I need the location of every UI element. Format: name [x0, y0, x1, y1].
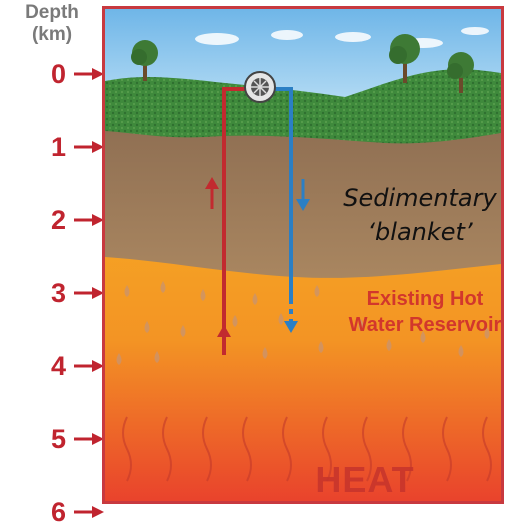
depth-tick-label: 3	[50, 277, 66, 308]
reservoir-label: Existing Hot Water Reservoir	[325, 286, 502, 338]
tick-arrow-icon	[74, 506, 104, 518]
sediment-label-line1: Sedimentary	[343, 184, 497, 212]
depth-tick: 0	[0, 58, 104, 90]
depth-tick-label: 6	[50, 496, 66, 527]
depth-tick-label: 5	[50, 423, 66, 454]
axis-title-unit: (km)	[31, 24, 73, 45]
tick-arrow-icon	[74, 433, 104, 445]
depth-tick: 4	[0, 350, 104, 382]
production-pipe	[222, 87, 245, 355]
tick-arrow-icon	[74, 214, 104, 226]
reservoir-label-line2: Water Reservoir	[348, 314, 502, 336]
diagram-canvas	[105, 9, 501, 501]
heat-label: HEAT	[315, 459, 415, 500]
depth-tick-label: 4	[50, 350, 66, 381]
depth-tick-label: 2	[50, 204, 66, 235]
down-arrow-icon	[284, 321, 298, 333]
depth-tick: 1	[0, 131, 104, 163]
tick-arrow-icon	[74, 141, 104, 153]
depth-tick-label: 0	[50, 58, 66, 89]
injection-pipe	[275, 87, 293, 299]
axis-title: Depth (km)	[4, 2, 100, 46]
sediment-label: Sedimentary ‘blanket’	[325, 181, 501, 249]
reservoir-label-line1: Existing Hot	[366, 288, 484, 310]
sediment-label-line2: ‘blanket’	[367, 218, 473, 246]
up-arrow-icon	[205, 177, 219, 209]
tick-arrow-icon	[74, 68, 104, 80]
depth-tick: 3	[0, 277, 104, 309]
depth-axis: 0 1 2 3 4 5 6	[0, 0, 110, 528]
geothermal-diagram: Sedimentary ‘blanket’ Existing Hot Water…	[102, 6, 504, 504]
tree-icon	[131, 40, 158, 81]
tick-arrow-icon	[74, 360, 104, 372]
grass-layer	[105, 69, 501, 144]
depth-tick-label: 1	[50, 131, 66, 162]
droplet-group	[116, 281, 490, 365]
depth-tick: 6	[0, 496, 104, 528]
heat-wave-group	[122, 416, 492, 482]
axis-title-depth: Depth	[25, 2, 79, 23]
tree-icon	[447, 52, 474, 93]
depth-tick: 5	[0, 423, 104, 455]
depth-tick: 2	[0, 204, 104, 236]
up-arrow-icon	[217, 325, 231, 355]
tick-arrow-icon	[74, 287, 104, 299]
tree-icon	[389, 34, 420, 83]
turbine-icon	[244, 71, 276, 103]
down-arrow-icon	[296, 179, 310, 211]
